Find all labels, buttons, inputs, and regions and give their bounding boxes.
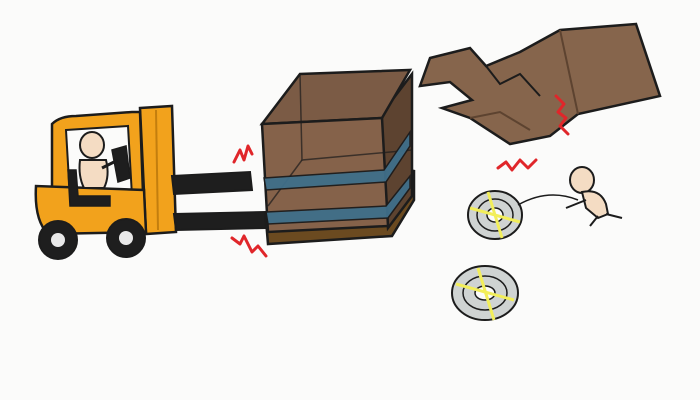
upper-fork: [172, 172, 252, 194]
rear-wheel: [39, 221, 77, 259]
forklift-seat: [68, 170, 110, 206]
stress-mark-icon: [232, 96, 568, 256]
tape-roll-icon: [452, 266, 518, 320]
front-wheel: [107, 219, 145, 257]
tape-roll-icon: [468, 191, 578, 239]
forklift-icon: [36, 106, 266, 259]
driver-icon: [80, 132, 119, 188]
debris-icon: [420, 24, 660, 144]
crate-strap: [264, 132, 410, 190]
crate-strap: [266, 176, 410, 224]
crate-icon: [262, 70, 414, 244]
steering-wheel: [112, 146, 130, 182]
tape-strip: [518, 195, 578, 205]
lower-fork: [174, 212, 266, 230]
worker-icon: [566, 167, 622, 226]
